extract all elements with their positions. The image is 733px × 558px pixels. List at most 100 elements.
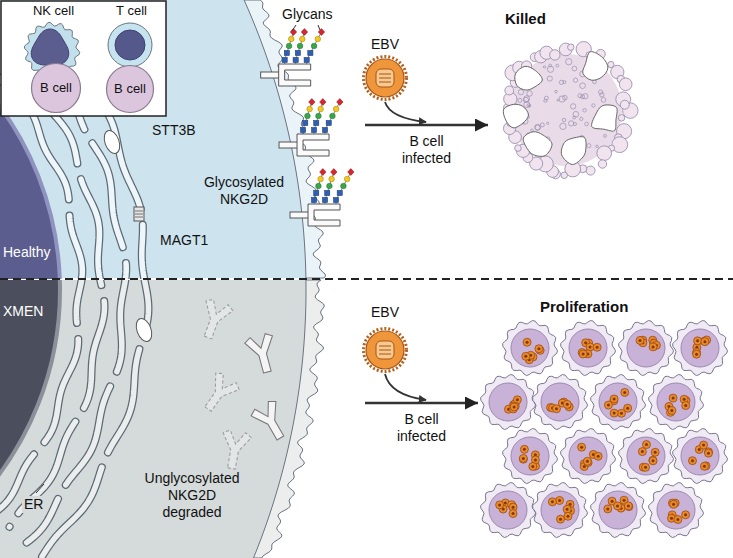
label-holder: MAGT1 xyxy=(160,232,208,249)
cell-membrane xyxy=(673,429,728,484)
virus-core xyxy=(376,69,394,87)
debris-vesicle xyxy=(557,99,559,101)
cell-membrane xyxy=(481,483,536,538)
nkg2d-receptor xyxy=(290,169,354,226)
virion-core xyxy=(582,353,585,356)
cell-outline xyxy=(32,64,81,113)
virion-core xyxy=(523,448,526,451)
virion-core xyxy=(512,512,515,515)
glycan-circle xyxy=(327,183,333,189)
virion xyxy=(552,405,560,413)
virion xyxy=(583,457,591,465)
glycan-circle xyxy=(315,36,321,42)
virion-core xyxy=(696,339,699,342)
virion-core xyxy=(684,513,687,516)
virion-core xyxy=(559,518,562,521)
virion xyxy=(642,441,650,449)
virion-core xyxy=(702,444,705,447)
virus-capsid xyxy=(366,59,404,97)
cell-outline xyxy=(108,23,152,67)
glycan-circle xyxy=(286,43,292,49)
virion xyxy=(520,445,528,453)
virus-genome xyxy=(379,346,391,347)
virion-core xyxy=(616,504,619,507)
virion-core xyxy=(639,339,642,342)
nucleus xyxy=(0,280,60,558)
virion xyxy=(496,501,504,509)
virion xyxy=(704,449,712,457)
glycan-circle xyxy=(333,106,339,112)
virion-core xyxy=(652,459,655,462)
virion xyxy=(593,343,601,351)
debris-vesicle xyxy=(524,96,530,102)
glycan-square xyxy=(337,190,342,195)
leader-line xyxy=(292,25,296,31)
virion xyxy=(689,457,697,465)
infected-b-cell xyxy=(533,483,588,538)
virion-core xyxy=(654,451,657,454)
virion xyxy=(610,395,618,403)
region-node: Proliferation xyxy=(478,290,733,558)
cell-nucleus xyxy=(489,491,527,529)
virion xyxy=(523,338,531,346)
debris-vesicle xyxy=(583,94,588,99)
virion xyxy=(674,516,682,524)
virus-genome xyxy=(379,82,391,83)
debris-bleb xyxy=(586,166,595,175)
debris-vesicle xyxy=(518,98,522,102)
glycan-diamond xyxy=(348,169,354,176)
glycan-square xyxy=(314,120,319,125)
cell-membrane xyxy=(561,429,616,484)
debris-bleb xyxy=(561,172,568,179)
cell-node: B cell xyxy=(28,62,84,114)
glycan-square xyxy=(295,50,300,55)
debris-vesicle xyxy=(604,134,607,137)
debris-vesicle xyxy=(547,122,549,124)
infected-b-cell xyxy=(649,375,704,430)
debris-bleb xyxy=(568,44,574,50)
glycan-diamond xyxy=(331,169,337,176)
cell-membrane xyxy=(561,321,616,376)
glycan-circle xyxy=(329,176,335,182)
cell-membrane xyxy=(649,375,704,430)
region-label: Healthy xyxy=(3,244,50,261)
virion xyxy=(621,388,629,396)
membrane-fragment xyxy=(561,137,586,165)
virion xyxy=(670,500,678,508)
virion-core xyxy=(703,340,706,343)
glycan-circle xyxy=(311,43,317,49)
glycan-circle xyxy=(318,176,324,182)
cell-node: T cell xyxy=(100,3,163,71)
debris-bleb xyxy=(550,50,560,60)
debris-vesicle xyxy=(527,104,530,107)
virion xyxy=(649,456,657,464)
receptor-stem xyxy=(261,72,281,78)
virion xyxy=(519,454,527,462)
virion-core xyxy=(620,412,623,415)
debris-bleb xyxy=(597,146,612,161)
cell-label: NK cell xyxy=(10,3,97,19)
glycan-square xyxy=(303,120,308,125)
part-label: EBV xyxy=(367,304,403,321)
virion xyxy=(700,441,708,449)
cell-nucleus xyxy=(489,383,527,421)
part-label: ER xyxy=(22,496,45,513)
virion-core xyxy=(670,517,673,520)
virion-core xyxy=(652,345,655,348)
infected-b-cell xyxy=(503,429,558,484)
virion-core xyxy=(586,460,589,463)
virion-core xyxy=(698,448,701,451)
glycan-diamond xyxy=(320,169,326,176)
virion-core xyxy=(626,407,629,410)
debris-bleb xyxy=(515,145,522,152)
membrane-fragment xyxy=(515,66,543,90)
glycan-circle xyxy=(341,183,347,189)
virus-genome xyxy=(379,74,391,75)
virion xyxy=(701,337,709,345)
cell-nucleus xyxy=(657,383,695,421)
debris-vesicle xyxy=(570,104,575,109)
inset-box xyxy=(1,1,166,116)
stt3b-protein xyxy=(133,316,154,343)
debris-vesicle xyxy=(518,89,523,94)
virion xyxy=(651,448,659,456)
